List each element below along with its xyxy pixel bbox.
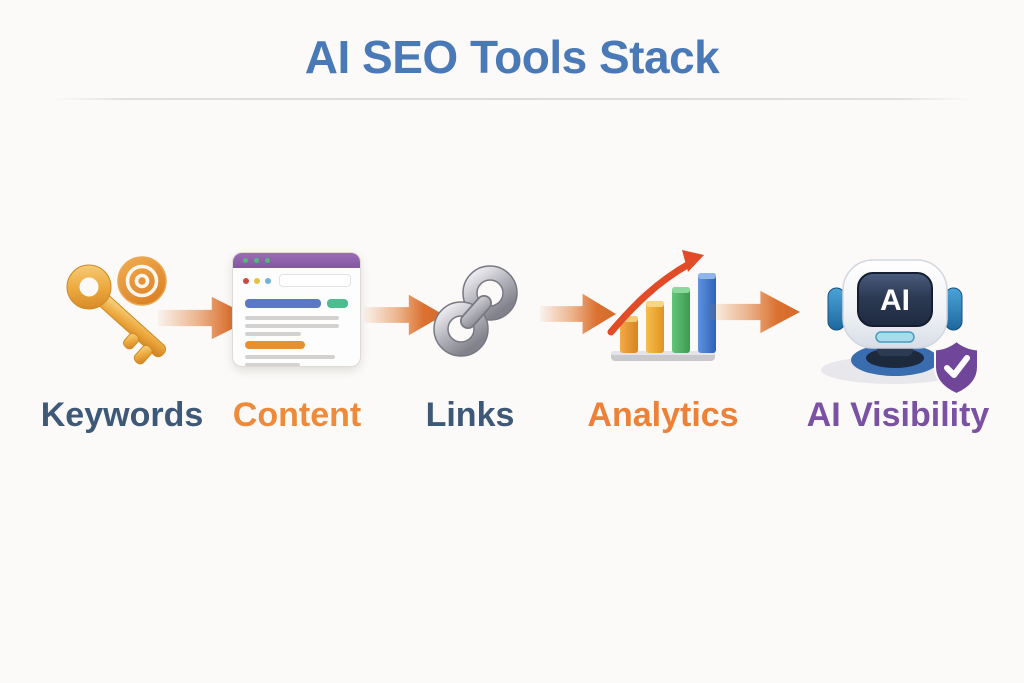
step-label-links: Links (425, 396, 515, 434)
target-coin-icon (117, 256, 167, 306)
robot-mouth (875, 331, 915, 343)
text-line (245, 316, 339, 320)
step-label-keywords: Keywords (40, 396, 204, 434)
step-label-content: Content (232, 396, 362, 434)
key-icon (66, 256, 167, 365)
chain-links-icon (430, 263, 525, 363)
highlight-bar-blue (245, 299, 322, 308)
address-bar (279, 274, 351, 287)
text-line (245, 324, 339, 328)
address-bar-row (233, 268, 360, 292)
robot-head-icon: AI (821, 259, 979, 396)
shield-check-icon (934, 339, 979, 396)
growth-arrow-icon (607, 250, 704, 336)
chart-bars (620, 273, 716, 353)
window-titlebar (233, 253, 360, 268)
highlight-bar-green (327, 299, 348, 308)
text-line (245, 355, 335, 359)
page-title: AI SEO Tools Stack (304, 31, 720, 83)
arrow-right-icon (710, 290, 800, 334)
title-divider (55, 98, 969, 100)
chain-icon (433, 265, 518, 357)
highlight-bar-orange (245, 341, 305, 349)
browser-window-icon (233, 253, 360, 366)
window-dot-icon (265, 258, 270, 263)
ai-robot-icon: AI (815, 248, 985, 398)
step-label-analytics: Analytics (587, 396, 739, 434)
robot-screen-text: AI (880, 284, 910, 317)
text-line (245, 332, 301, 336)
key-target-icon (55, 248, 190, 383)
text-line (245, 363, 300, 366)
traffic-dot-red-icon (243, 277, 249, 284)
traffic-dot-yellow-icon (254, 277, 260, 284)
traffic-dot-blue-icon (265, 277, 271, 284)
bar-chart-icon (607, 250, 716, 361)
window-content (233, 292, 360, 366)
growth-bar-chart-icon (603, 248, 723, 376)
window-dot-icon (254, 258, 259, 263)
step-label-ai-visibility: AI Visibility (806, 396, 990, 434)
window-dot-icon (243, 258, 248, 263)
robot-screen (857, 272, 933, 327)
